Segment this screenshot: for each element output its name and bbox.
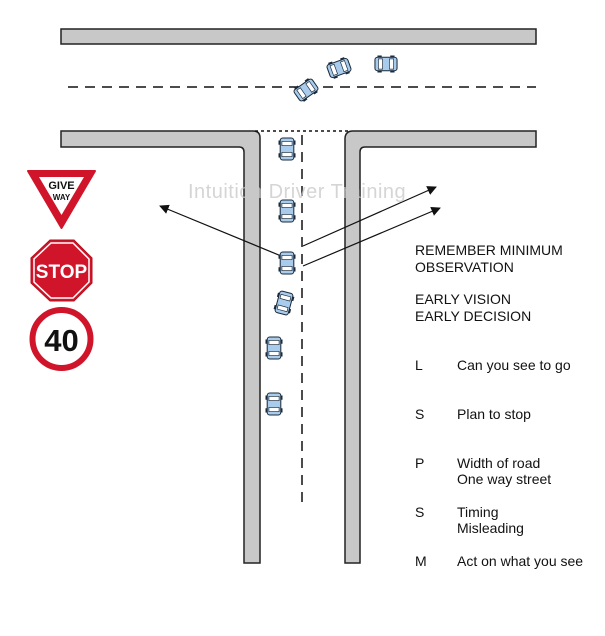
mnemonic-text-s1-1: Plan to stop — [457, 406, 531, 422]
reminder-line-1: REMEMBER MINIMUM — [415, 242, 563, 258]
stop-sign-icon: STOP — [30, 239, 93, 302]
mnemonic-text-p-1: Width of road — [457, 455, 541, 471]
mnemonic-letter-l: L — [415, 357, 423, 373]
speed-limit-sign-icon: 40 — [29, 307, 94, 371]
stop-sign-text: STOP — [36, 262, 88, 283]
car-main-road-3 — [374, 54, 398, 74]
right-kerb — [344, 130, 537, 564]
observation-arrow-right-upper — [302, 186, 437, 247]
mnemonic-text-l-1: Can you see to go — [457, 357, 571, 373]
give-way-sign-text-1: GIVE — [48, 180, 74, 192]
observation-arrow-left — [159, 204, 287, 259]
speed-limit-sign-text: 40 — [44, 323, 78, 358]
car-side-road-4 — [272, 289, 296, 317]
mnemonic-letter-s2: S — [415, 504, 425, 520]
mnemonic-text-s2-1: Timing — [457, 504, 499, 520]
mnemonic-text-m-1: Act on what you see — [457, 553, 584, 569]
mnemonic-letter-p: P — [415, 455, 425, 471]
mnemonic-letter-m: M — [415, 553, 427, 569]
reminder-line-2: OBSERVATION — [415, 259, 514, 275]
car-side-road-6 — [264, 392, 284, 416]
mnemonic-text-p-2: One way street — [457, 471, 552, 487]
early-decision-line: EARLY DECISION — [415, 308, 532, 324]
car-side-road-3 — [277, 251, 297, 275]
car-main-road-1 — [291, 76, 321, 104]
watermark: Intuition Driver Training — [188, 181, 407, 203]
give-way-sign-text-2: WAY — [53, 193, 71, 202]
early-vision-line: EARLY VISION — [415, 291, 511, 307]
car-main-road-2 — [325, 55, 353, 81]
car-side-road-1 — [277, 137, 297, 161]
main-road-top-kerb — [60, 28, 537, 45]
mnemonic-text-s2-2: Misleading — [457, 520, 524, 536]
mnemonic-letter-s1: S — [415, 406, 425, 422]
observation-arrow-right-lower — [302, 206, 441, 267]
car-side-road-5 — [264, 336, 284, 360]
give-way-sign-icon: GIVE WAY — [27, 170, 96, 229]
